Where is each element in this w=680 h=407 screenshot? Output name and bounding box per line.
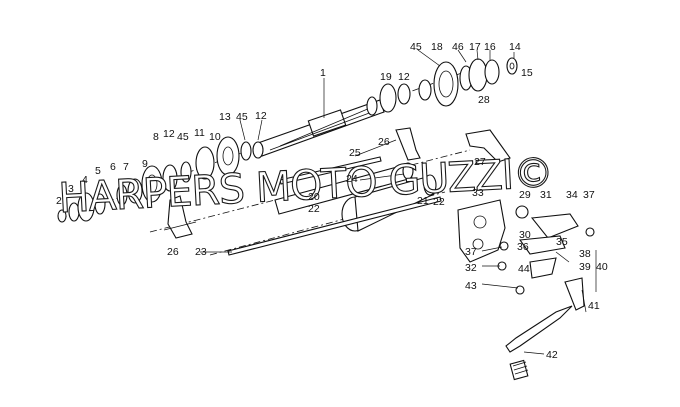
upper-right-gears (379, 57, 518, 113)
callout-3: 3 (68, 183, 74, 195)
callout-11: 11 (194, 127, 205, 139)
callout-35: 35 (556, 236, 568, 248)
callout-43: 43 (465, 280, 477, 292)
callout-4: 4 (82, 174, 88, 186)
leader-lines (200, 49, 597, 355)
callout-18: 18 (431, 41, 443, 53)
callout-45-mid: 45 (236, 111, 248, 123)
callout-10: 10 (209, 131, 221, 143)
callout-24: 24 (346, 173, 358, 185)
callout-20: 20 (308, 191, 320, 203)
callout-40: 40 (596, 261, 608, 273)
gear-selector-mechanism (457, 199, 595, 295)
callout-46: 46 (452, 41, 464, 53)
callout-41: 41 (588, 300, 600, 312)
callout-12-left: 12 (163, 128, 175, 140)
callout-45-right: 45 (410, 41, 422, 53)
callout-14: 14 (509, 41, 521, 53)
callout-29: 29 (519, 189, 531, 201)
callout-37-left: 37 (465, 246, 477, 258)
part-callouts: 1 2 3 4 5 6 7 8 9 10 11 12 12 12 13 14 1… (56, 41, 608, 361)
callout-39: 39 (579, 261, 591, 273)
selector-rods (227, 156, 442, 256)
left-gear-cluster (57, 136, 252, 223)
callout-13: 13 (219, 111, 231, 123)
callout-12-right: 12 (398, 71, 410, 83)
callout-28: 28 (478, 94, 490, 106)
callout-1: 1 (320, 67, 326, 79)
callout-21: 21 (417, 195, 429, 207)
callout-25: 25 (349, 147, 361, 159)
callout-34: 34 (566, 189, 578, 201)
callout-8: 8 (153, 131, 159, 143)
callout-22-right: 22 (433, 196, 445, 208)
callout-33: 33 (472, 187, 484, 199)
callout-38: 38 (579, 248, 591, 260)
callout-36: 36 (517, 241, 529, 253)
callout-12-mid: 12 (255, 110, 267, 122)
callout-9: 9 (142, 158, 148, 170)
callout-19: 19 (380, 71, 392, 83)
callout-31: 31 (540, 189, 552, 201)
callout-6: 6 (110, 161, 116, 173)
callout-26-top: 26 (378, 136, 390, 148)
callout-45-left: 45 (177, 131, 189, 143)
gear-lever (505, 277, 585, 381)
callout-2: 2 (56, 195, 62, 207)
callout-22-left: 22 (308, 203, 320, 215)
callout-26-bottom: 26 (167, 246, 179, 258)
callout-23: 23 (195, 246, 207, 258)
callout-44: 44 (518, 263, 530, 275)
callout-27: 27 (474, 156, 486, 168)
callout-7: 7 (123, 161, 129, 173)
callout-16: 16 (484, 41, 496, 53)
callout-32: 32 (465, 262, 477, 274)
callout-30: 30 (519, 229, 531, 241)
callout-42: 42 (546, 349, 558, 361)
callout-17: 17 (469, 41, 481, 53)
callout-5: 5 (95, 165, 101, 177)
callout-15: 15 (521, 67, 533, 79)
callout-37-right: 37 (583, 189, 595, 201)
main-shaft (252, 96, 385, 159)
